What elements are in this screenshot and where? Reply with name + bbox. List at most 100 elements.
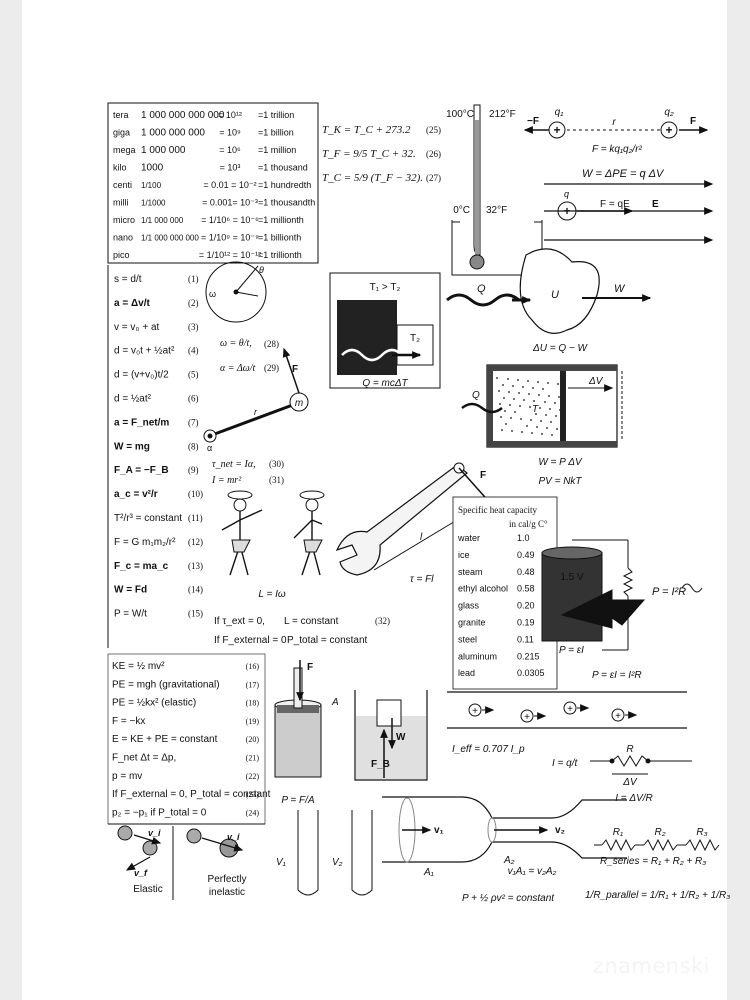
skater-figure (293, 511, 323, 576)
force-arrow-right-head (699, 126, 709, 134)
force-arrow-up-head (282, 347, 291, 358)
label-W: W (614, 283, 626, 295)
equation-number: (30) (269, 459, 284, 469)
prefix-number: 1 000 000 (141, 145, 186, 156)
specific-heat-unit: in cal/g C° (509, 519, 548, 529)
gas-molecule (512, 385, 514, 387)
gas-molecule (535, 413, 537, 415)
heat-capacity-value: 0.20 (517, 601, 535, 611)
heat-capacity-value: 0.19 (517, 618, 535, 628)
kinematics-equation: v = v₀ + at (114, 322, 160, 333)
gas-molecule (526, 425, 528, 427)
piston-head (277, 705, 319, 713)
resistor (611, 755, 649, 767)
heat-capacity-value: 0.0305 (517, 668, 545, 678)
kinematics-equation: P = W/t (114, 609, 147, 620)
equation-number: (7) (188, 417, 199, 427)
cylinder-wall-bottom (487, 441, 617, 447)
kinematics-equation: a_c = v²/r (114, 489, 158, 500)
label-q1: q₁ (555, 107, 564, 118)
gas-molecule (554, 402, 556, 404)
prefix-word: =1 trillionth (258, 250, 302, 260)
label-V2: V₂ (332, 857, 343, 868)
label-A: A (331, 697, 339, 708)
label-F: F (690, 116, 696, 127)
prefix-word: =1 hundredth (258, 180, 311, 190)
heat-wiggle (681, 583, 703, 593)
prefix-word: =1 billion (258, 128, 294, 138)
battery-body (541, 552, 603, 642)
equation-number: (20) (246, 735, 260, 744)
ideal-gas-law: PV = NkT (538, 476, 582, 487)
label-T1-T2: T₁ > T₂ (370, 282, 401, 293)
equation-number: (28) (264, 339, 279, 349)
gas-molecule (536, 426, 538, 428)
gas-molecule (501, 429, 503, 431)
pipe-bottom (382, 841, 627, 863)
charge-q2 (660, 121, 678, 139)
prefix-power: = 10⁹ (219, 128, 241, 138)
label-l: l (420, 532, 423, 543)
resistor-label: R₂ (654, 827, 665, 838)
label-A1: A₁ (423, 867, 434, 878)
gas-molecule (511, 430, 513, 432)
gas-molecule (538, 394, 540, 396)
label-Q: Q (477, 283, 486, 295)
gas-molecule (530, 419, 532, 421)
label-m: m (295, 398, 303, 409)
label-W: W (396, 732, 406, 743)
power-I2R: P = I²R (652, 586, 686, 598)
equation-number: (32) (375, 616, 390, 626)
gas-molecule (522, 386, 524, 388)
kinematics-equation: d = ½at² (114, 394, 152, 405)
v1-arrow-head (422, 826, 432, 834)
applied-force-arrow-head (296, 692, 304, 702)
material-name: ethyl alcohol (458, 584, 508, 594)
equation-number: (14) (188, 585, 203, 595)
equation-number: (23) (246, 790, 260, 799)
gas-molecule (518, 392, 520, 394)
gas-molecule (540, 420, 542, 422)
prefix-power: = 10³ (220, 163, 241, 173)
spin-ellipse (227, 490, 253, 500)
series-resistance: R_series = R₁ + R₂ + R₃ (600, 856, 706, 867)
cold-block (396, 324, 434, 366)
gas-molecule (520, 418, 522, 420)
cylinder-wall-top (487, 365, 617, 371)
prefix-name: nano (113, 233, 133, 243)
label-E: E (652, 199, 659, 210)
material-name: steel (458, 634, 477, 644)
equation-number: (17) (246, 680, 260, 689)
equation-number: (24) (246, 808, 260, 817)
spin-ellipse (299, 490, 325, 500)
resistor (643, 838, 678, 852)
equation-number: (12) (188, 537, 203, 547)
gas-molecule (548, 395, 550, 397)
label-U: U (551, 289, 559, 301)
label-F-qE: F = qE (600, 199, 630, 210)
prefix-number: 1000 (141, 163, 164, 174)
material-name: steam (458, 567, 483, 577)
label-F: F (307, 662, 313, 673)
specific-heat-frame (452, 496, 558, 690)
lever-length (373, 519, 458, 571)
volume-change-arrow-head (604, 384, 614, 392)
drift-arrow-head (537, 712, 547, 720)
charge-plus: + (553, 123, 560, 137)
ball (142, 840, 158, 856)
piston-rod (293, 667, 303, 709)
equation-number: (15) (188, 609, 203, 619)
thermometer-mercury (475, 120, 479, 255)
thermometer-bulb (469, 254, 485, 270)
prefix-power: = 1/10⁶ = 10⁻⁶ (201, 215, 259, 225)
beaker-outline (451, 220, 543, 276)
prefix-power: = 1/10⁹ = 10⁻⁹ (201, 233, 259, 243)
first-law-equation: ΔU = Q − W (532, 343, 589, 354)
continuity-equation: v₁A₁ = v₂A₂ (508, 866, 557, 877)
coulomb-law: F = kq₁q₂/r² (592, 144, 643, 155)
prefix-power: = 0.01 = 10⁻² (203, 180, 256, 190)
prefix-name: kilo (113, 163, 127, 173)
prefix-name: centi (113, 180, 132, 190)
charge-q1 (548, 121, 566, 139)
